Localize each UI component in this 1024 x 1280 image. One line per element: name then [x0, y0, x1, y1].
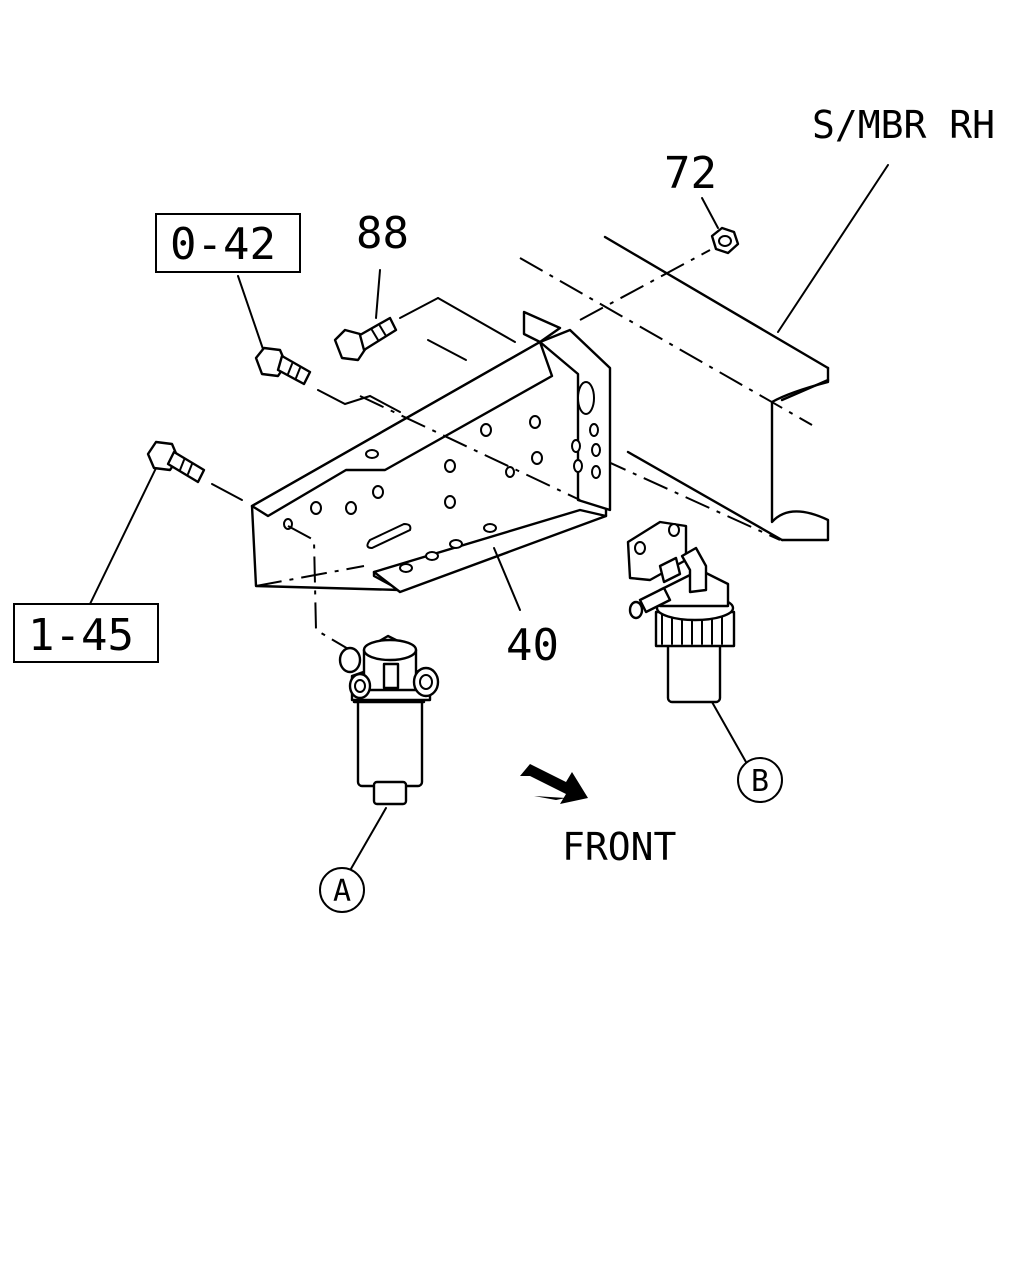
ref-box-upper: 0-42: [155, 213, 301, 273]
side-member-leader: [777, 164, 889, 333]
bolt-upper-label: 88: [356, 208, 409, 259]
nut-label: 72: [664, 148, 717, 199]
ref-lower-label: 1-45: [28, 610, 134, 661]
filter-b-part: [626, 520, 736, 704]
ref-box-lower: 1-45: [13, 603, 159, 663]
filter-b-label: B: [751, 764, 769, 799]
filter-b-callout: B: [737, 757, 783, 803]
nut-part: [710, 226, 740, 255]
filter-b-leader: [711, 701, 747, 763]
side-member-label: S/MBR RH: [812, 103, 995, 147]
filter-a-part: [338, 634, 440, 806]
nut-leader: [701, 197, 719, 229]
ref-upper-leader: [237, 275, 265, 353]
filter-a-leader: [347, 807, 387, 875]
bolt-ref-lower-part: [146, 440, 206, 484]
bolt-ref-upper-part: [254, 346, 312, 386]
bracket-label: 40: [506, 620, 559, 671]
bracket-leader: [493, 547, 521, 611]
bolt-upper-part: [333, 316, 398, 362]
bolt-upper-leader: [375, 269, 381, 319]
bracket-part: [250, 310, 612, 594]
side-member-rail: [519, 235, 830, 542]
filter-a-label: A: [333, 874, 351, 909]
filter-a-callout: A: [319, 867, 365, 913]
ref-lower-leader: [89, 463, 159, 605]
ref-upper-label: 0-42: [170, 219, 276, 270]
front-direction-label: FRONT: [562, 825, 676, 869]
front-arrow-icon: [520, 764, 588, 804]
